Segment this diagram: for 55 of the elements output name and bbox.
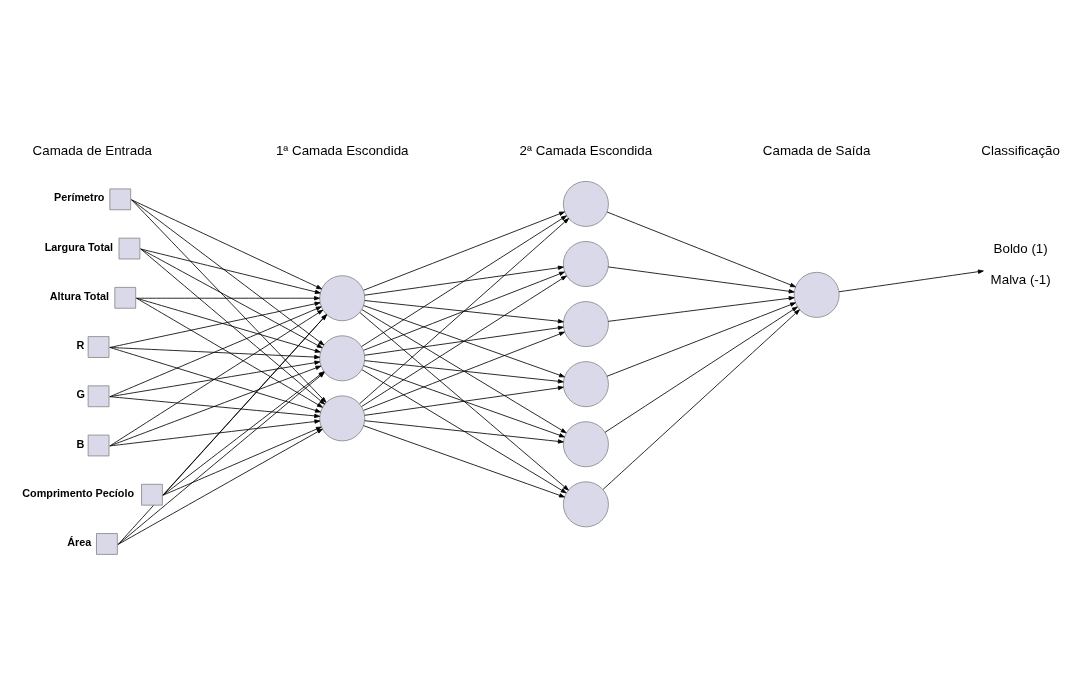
- label: Camada de Entrada: [32, 142, 153, 158]
- node-label: Comprimento Pecíolo: [22, 486, 135, 499]
- arrow: [131, 199, 325, 346]
- node-text: Boldo (1) Malva (-1): [990, 241, 1051, 288]
- arrow: [602, 309, 800, 490]
- arrow: [361, 309, 567, 434]
- node-label: B: [76, 437, 85, 450]
- node-circle: [562, 361, 609, 408]
- arrow: [109, 347, 321, 413]
- arrow: [364, 385, 564, 416]
- arrow: [363, 425, 565, 498]
- arrow: [162, 426, 322, 496]
- arrow: [604, 306, 798, 433]
- arrow: [109, 396, 321, 419]
- arrow: [140, 248, 323, 349]
- arrow: [364, 360, 564, 384]
- arrow: [838, 269, 984, 293]
- arrow: [606, 302, 796, 377]
- arrow: [140, 248, 321, 294]
- arrow: [361, 215, 567, 347]
- node-label: Largura Total: [44, 240, 114, 253]
- arrow: [117, 428, 323, 545]
- arrow: [109, 301, 321, 348]
- node-label: R: [76, 339, 85, 352]
- label: Classificação: [981, 142, 1060, 158]
- label: 2ª Camada Escondida: [519, 142, 653, 158]
- arrow: [109, 365, 322, 447]
- arrow: [363, 331, 565, 411]
- arrow: [363, 271, 565, 351]
- arrow: [363, 305, 565, 378]
- arrow: [607, 266, 795, 294]
- node-circle: [562, 301, 609, 348]
- arrow: [364, 325, 564, 356]
- arrow: [363, 365, 565, 438]
- node-label: G: [76, 388, 85, 401]
- arrow: [607, 296, 795, 322]
- arrow: [131, 199, 323, 290]
- arrow: [364, 420, 564, 444]
- arrow: [359, 312, 569, 491]
- arrow: [606, 211, 796, 288]
- arrow: [361, 275, 567, 407]
- node-label: Área: [67, 535, 92, 548]
- arrow: [363, 211, 565, 291]
- arrow: [136, 297, 321, 353]
- arrow: [364, 300, 564, 324]
- arrow: [109, 306, 322, 398]
- arrow: [109, 347, 321, 360]
- arrow: [359, 218, 570, 405]
- arrow: [361, 369, 567, 494]
- label: Camada de Saída: [762, 142, 871, 158]
- arrow: [364, 265, 564, 296]
- node-label: Altura Total: [49, 289, 110, 302]
- node-label: Perímetro: [53, 191, 105, 204]
- label: 1ª Camada Escondida: [275, 142, 409, 158]
- arrow: [109, 419, 321, 447]
